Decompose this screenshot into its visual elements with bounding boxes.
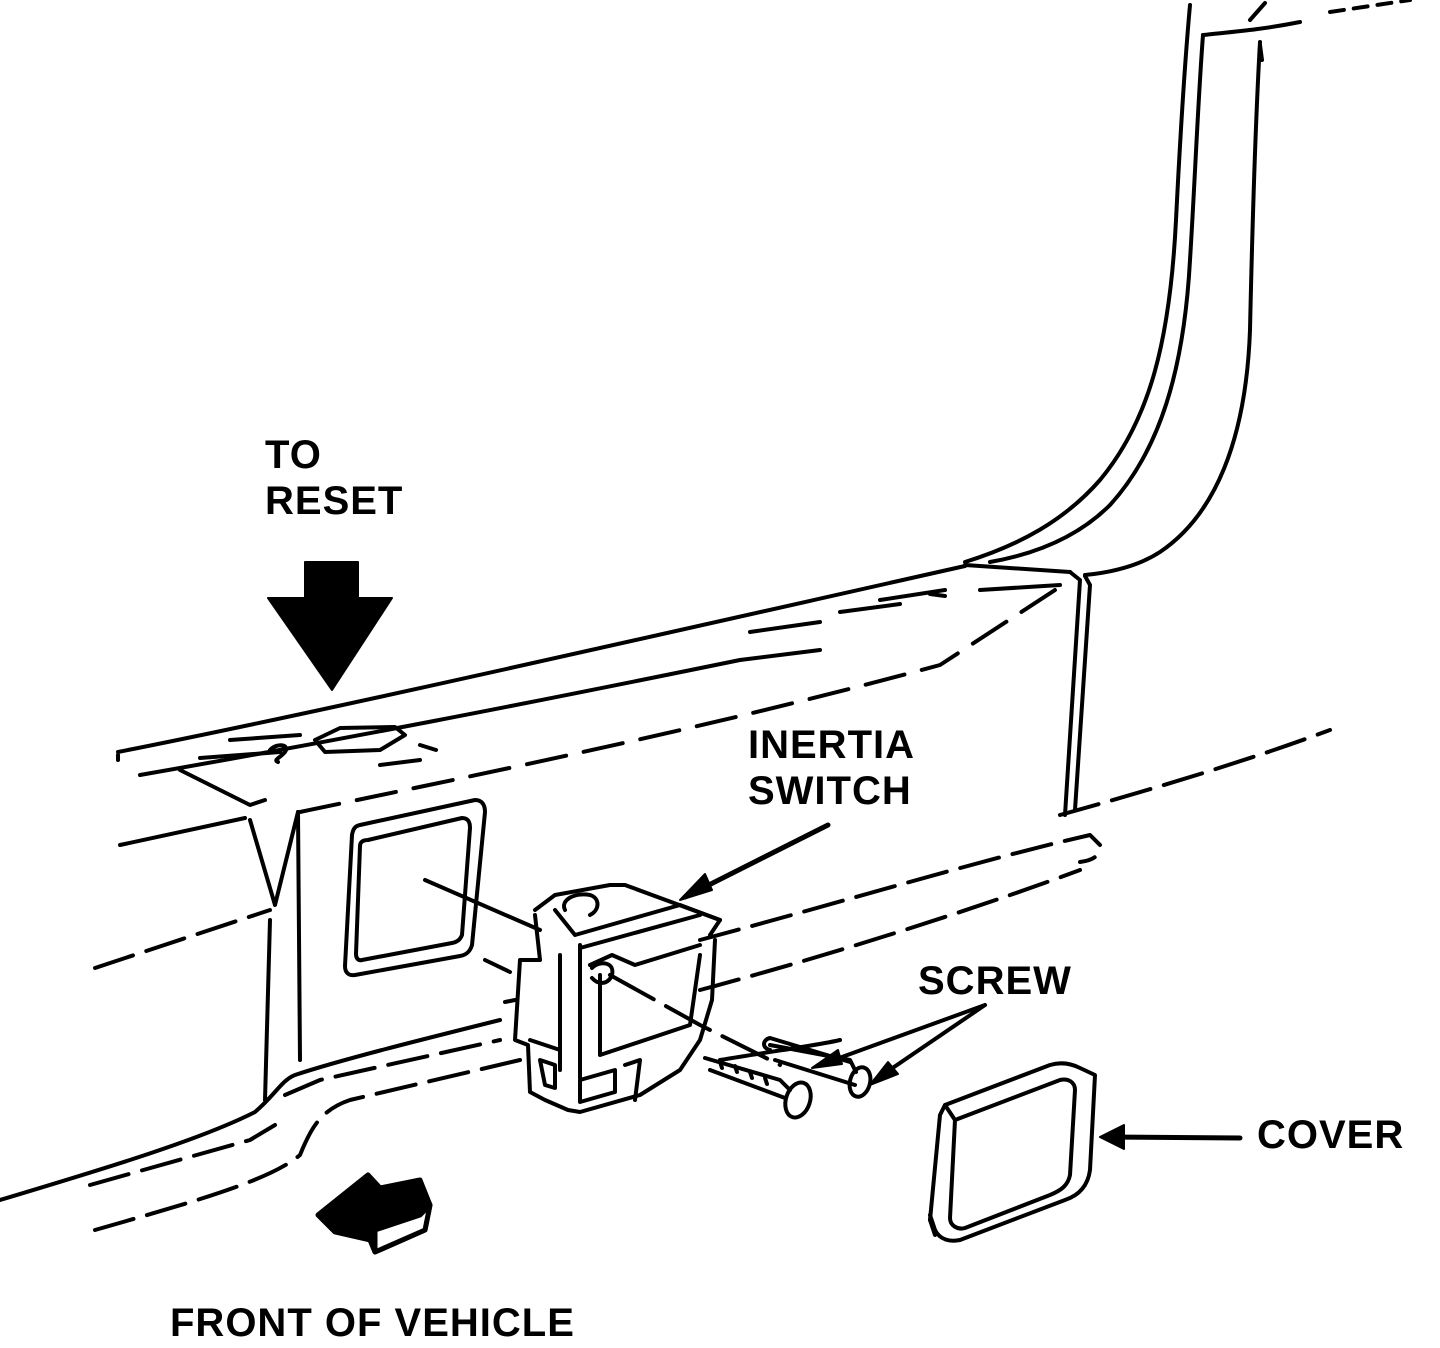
screw-label: SCREW: [918, 959, 1072, 1003]
panel-top: [116, 564, 1062, 814]
screw-arrowhead-1: [811, 1049, 843, 1069]
reset-button-outline: [268, 725, 407, 764]
inertia-switch-line-1: INERTIA: [748, 723, 915, 767]
to-reset-line-2: RESET: [265, 479, 404, 523]
inertia-switch-arrowhead: [679, 873, 713, 901]
front-of-vehicle-label: FRONT OF VEHICLE: [170, 1301, 575, 1345]
trim-post: [963, 563, 1092, 817]
inertia-switch-body: [503, 883, 722, 1114]
panel-floor: [0, 728, 1332, 1232]
front-direction-arrow-icon: [315, 1172, 433, 1255]
cover-label: COVER: [1257, 1113, 1405, 1157]
to-reset-line-1: TO: [265, 433, 322, 477]
panel-front: [93, 810, 302, 1102]
reset-arrow-icon: [267, 561, 393, 691]
inertia-switch-label: INERTIA SWITCH: [748, 722, 915, 814]
cover-part: [928, 1061, 1097, 1243]
cover-arrowhead: [1099, 1124, 1125, 1150]
screw-arrowhead-2: [869, 1061, 899, 1086]
to-reset-label: TO RESET: [265, 432, 403, 524]
mounting-opening: [343, 798, 542, 978]
screws: [608, 973, 873, 1120]
inertia-switch-line-2: SWITCH: [748, 769, 912, 813]
body-pillar: [963, 0, 1412, 577]
